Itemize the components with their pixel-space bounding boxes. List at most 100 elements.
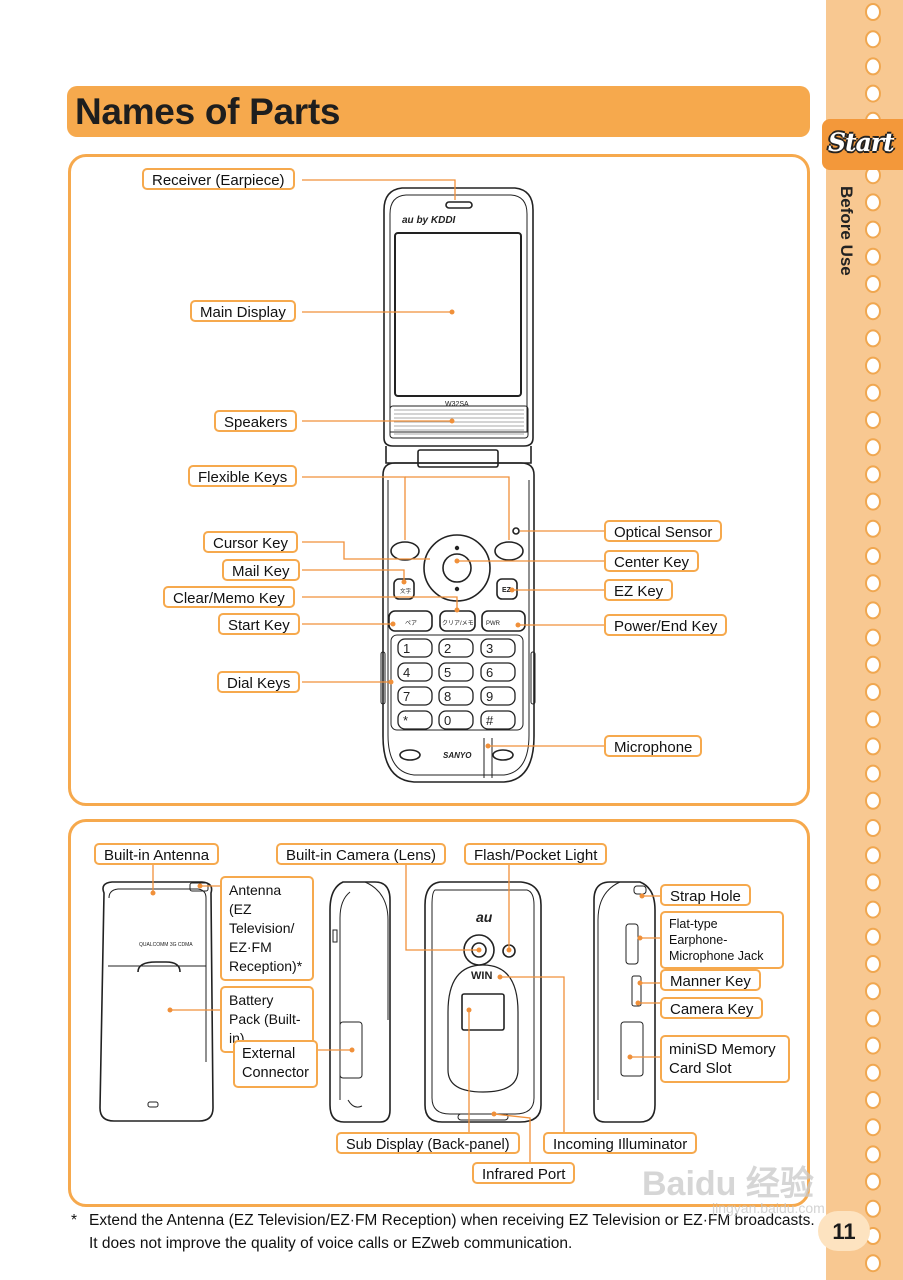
binding-ring	[865, 710, 881, 729]
dial-key-label: 1	[403, 641, 410, 656]
binding-ring	[865, 601, 881, 620]
binding-ring	[865, 329, 881, 348]
label-dial-keys: Dial Keys	[217, 671, 301, 693]
dial-key[interactable]	[397, 710, 433, 730]
label-receiver: Receiver (Earpiece)	[142, 168, 295, 190]
binding-ring	[865, 683, 881, 701]
label-speakers: Speakers	[214, 410, 298, 432]
dial-key-label: 7	[403, 689, 410, 704]
dial-key[interactable]	[438, 638, 474, 658]
mail-key-text: 文字	[400, 587, 412, 595]
dial-key[interactable]	[480, 686, 516, 706]
title-bar: Names of Parts	[67, 86, 810, 137]
front-maker: SANYO	[443, 751, 472, 760]
binding-ring	[865, 438, 881, 457]
binding-ring	[865, 1118, 881, 1137]
binding-ring	[865, 737, 881, 756]
label-earphone-jack: Flat-type Earphone-Microphone Jack	[660, 911, 784, 969]
label-power-end-key: Power/End Key	[604, 614, 728, 636]
phone-side-right	[593, 881, 656, 1123]
page-number-badge: 11	[818, 1211, 870, 1251]
watermark: Baidu 经验	[642, 1165, 814, 1203]
binding-ring	[865, 1063, 881, 1082]
dial-key[interactable]	[480, 662, 516, 682]
label-minisd-slot: miniSD Memory Card Slot	[660, 1035, 790, 1083]
phone-front-upper	[383, 187, 534, 447]
label-ez-key: EZ Key	[604, 579, 674, 601]
footnote-marker: *	[71, 1212, 78, 1229]
label-manner-key: Manner Key	[660, 969, 761, 991]
label-clear-memo-key: Clear/Memo Key	[163, 586, 295, 608]
binding-ring	[865, 3, 881, 21]
binding-ring	[865, 57, 881, 76]
dial-key[interactable]	[397, 662, 433, 682]
back-logo: WIN	[471, 970, 492, 982]
binding-ring	[865, 519, 881, 538]
binding-ring	[865, 764, 881, 783]
binding-ring	[865, 927, 881, 946]
binding-ring	[865, 1145, 881, 1164]
footnote-text: Extend the Antenna (EZ Television/EZ·FM …	[89, 1212, 815, 1252]
label-builtin-antenna: Built-in Antenna	[94, 843, 220, 865]
dial-key[interactable]	[438, 710, 474, 730]
binding-ring	[865, 982, 881, 1001]
section-tab-label: Start	[828, 128, 895, 157]
binding-ring	[865, 900, 881, 919]
label-flash-light: Flash/Pocket Light	[464, 843, 608, 865]
binding-ring	[865, 574, 881, 593]
binding-ring	[865, 873, 881, 892]
binding-ring	[865, 383, 881, 402]
back-chip-label: QUALCOMM 3G CDMA	[139, 942, 193, 948]
binding-ring	[865, 791, 881, 810]
page-title: Names of Parts	[75, 91, 341, 132]
binding-ring	[865, 547, 881, 565]
phone-back-left	[99, 881, 214, 1122]
binding-ring	[865, 84, 881, 103]
binding-ring	[865, 655, 881, 674]
label-builtin-camera: Built-in Camera (Lens)	[276, 843, 447, 865]
dial-key-label: 9	[486, 689, 493, 704]
label-start-key: Start Key	[218, 613, 300, 635]
binding-ring	[865, 247, 881, 266]
dial-key[interactable]	[438, 662, 474, 682]
section-tab[interactable]: Start	[822, 119, 903, 170]
dial-key[interactable]	[397, 638, 433, 658]
label-incoming-illuminator: Incoming Illuminator	[543, 1132, 698, 1154]
binding-ring	[865, 955, 881, 973]
dial-key-label: 6	[486, 665, 493, 680]
label-cursor-key: Cursor Key	[203, 531, 299, 553]
label-sub-display: Sub Display (Back-panel)	[336, 1132, 520, 1154]
phone-side-left	[329, 881, 391, 1123]
dial-key[interactable]	[438, 686, 474, 706]
binding-ring	[865, 302, 881, 321]
binding-ring	[865, 30, 881, 49]
label-main-display: Main Display	[190, 300, 296, 322]
binding-ring	[865, 220, 881, 239]
phone-hinge	[385, 446, 532, 468]
binding-ring	[865, 628, 881, 647]
dial-key-label: 8	[444, 689, 451, 704]
binding-ring	[865, 411, 881, 429]
binding-ring	[865, 1091, 881, 1109]
page-number: 11	[832, 1219, 856, 1244]
dial-key[interactable]	[480, 638, 516, 658]
dial-key-label: 2	[444, 641, 451, 656]
ez-key-text: EZ	[502, 587, 512, 594]
dial-key-label: #	[486, 713, 494, 728]
dial-key[interactable]	[397, 686, 433, 706]
label-microphone: Microphone	[604, 735, 703, 757]
front-model: W32SA	[445, 401, 469, 408]
label-antenna: Antenna (EZ Television/ EZ·FM Reception)…	[220, 876, 314, 981]
dial-key-label: 0	[444, 713, 451, 728]
label-strap-hole: Strap Hole	[660, 884, 751, 906]
binding-ring	[865, 465, 881, 484]
dial-key[interactable]	[480, 710, 516, 730]
dial-key-label: 3	[486, 641, 493, 656]
binding-ring	[865, 193, 881, 212]
label-mail-key: Mail Key	[222, 559, 300, 581]
label-optical-sensor: Optical Sensor	[604, 520, 723, 542]
watermark-url: jingyan.baidu.com	[712, 1200, 825, 1216]
binding-ring	[865, 1199, 881, 1218]
label-center-key: Center Key	[604, 550, 700, 572]
